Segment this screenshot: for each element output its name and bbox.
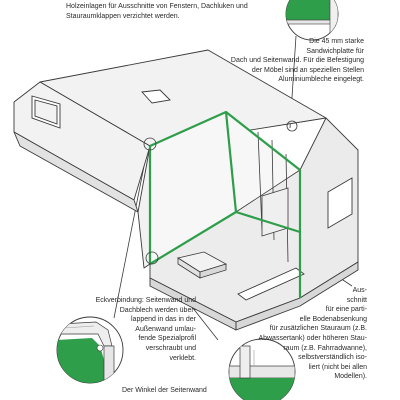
callout-markers	[143, 120, 298, 265]
caption-floor-cutout: Aus- schnitt für eine parti- elle Bodena…	[258, 287, 367, 381]
detail-roof-panel	[285, 0, 339, 41]
caption-corner-joint: Eckverbindung: Seitenwand und Dachblech …	[95, 297, 196, 362]
side-window	[327, 177, 353, 229]
caption-sidewall-angle: Der Winkel der Seitenwand	[122, 387, 207, 394]
storage-cutout	[237, 267, 305, 301]
caption-sandwich-panel: Die 45 mm starke Sandwichplatte für Dach…	[230, 38, 364, 84]
openings	[31, 89, 353, 301]
detail-sidewall-angle	[228, 338, 296, 400]
caption-top: Holzeinlagen für Ausschnitte von Fenster…	[66, 3, 248, 20]
detail-corner-profile	[56, 316, 124, 384]
roof-hatch	[141, 89, 171, 104]
sandwich-panel-edges	[148, 110, 302, 298]
